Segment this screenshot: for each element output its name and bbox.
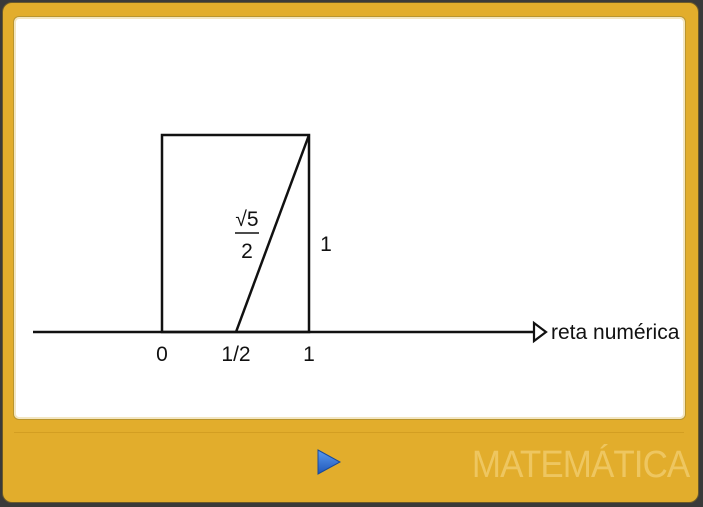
- brand-watermark: MATEMÁTICA: [471, 444, 690, 486]
- footer-divider: [14, 432, 684, 433]
- play-triangle-icon: [317, 449, 342, 475]
- tick-label-zero: 0: [156, 343, 168, 366]
- axis-name-label: reta numérica: [551, 321, 680, 344]
- play-button[interactable]: [314, 447, 344, 477]
- tick-label-one: 1: [303, 343, 315, 366]
- hypotenuse-segment: [234, 134, 311, 333]
- tick-label-half: 1/2: [221, 343, 250, 366]
- unit-square: [160, 133, 311, 334]
- hypotenuse-numerator: √5: [235, 208, 258, 231]
- diagram-board: √5 2 1 0 1/2 1 reta numérica: [13, 16, 686, 420]
- axis-arrow-icon: [532, 320, 548, 344]
- side-height-label: 1: [320, 233, 332, 256]
- hypotenuse-denominator: 2: [241, 240, 253, 263]
- number-line-diagram: √5 2 1 0 1/2 1 reta numérica: [33, 133, 680, 366]
